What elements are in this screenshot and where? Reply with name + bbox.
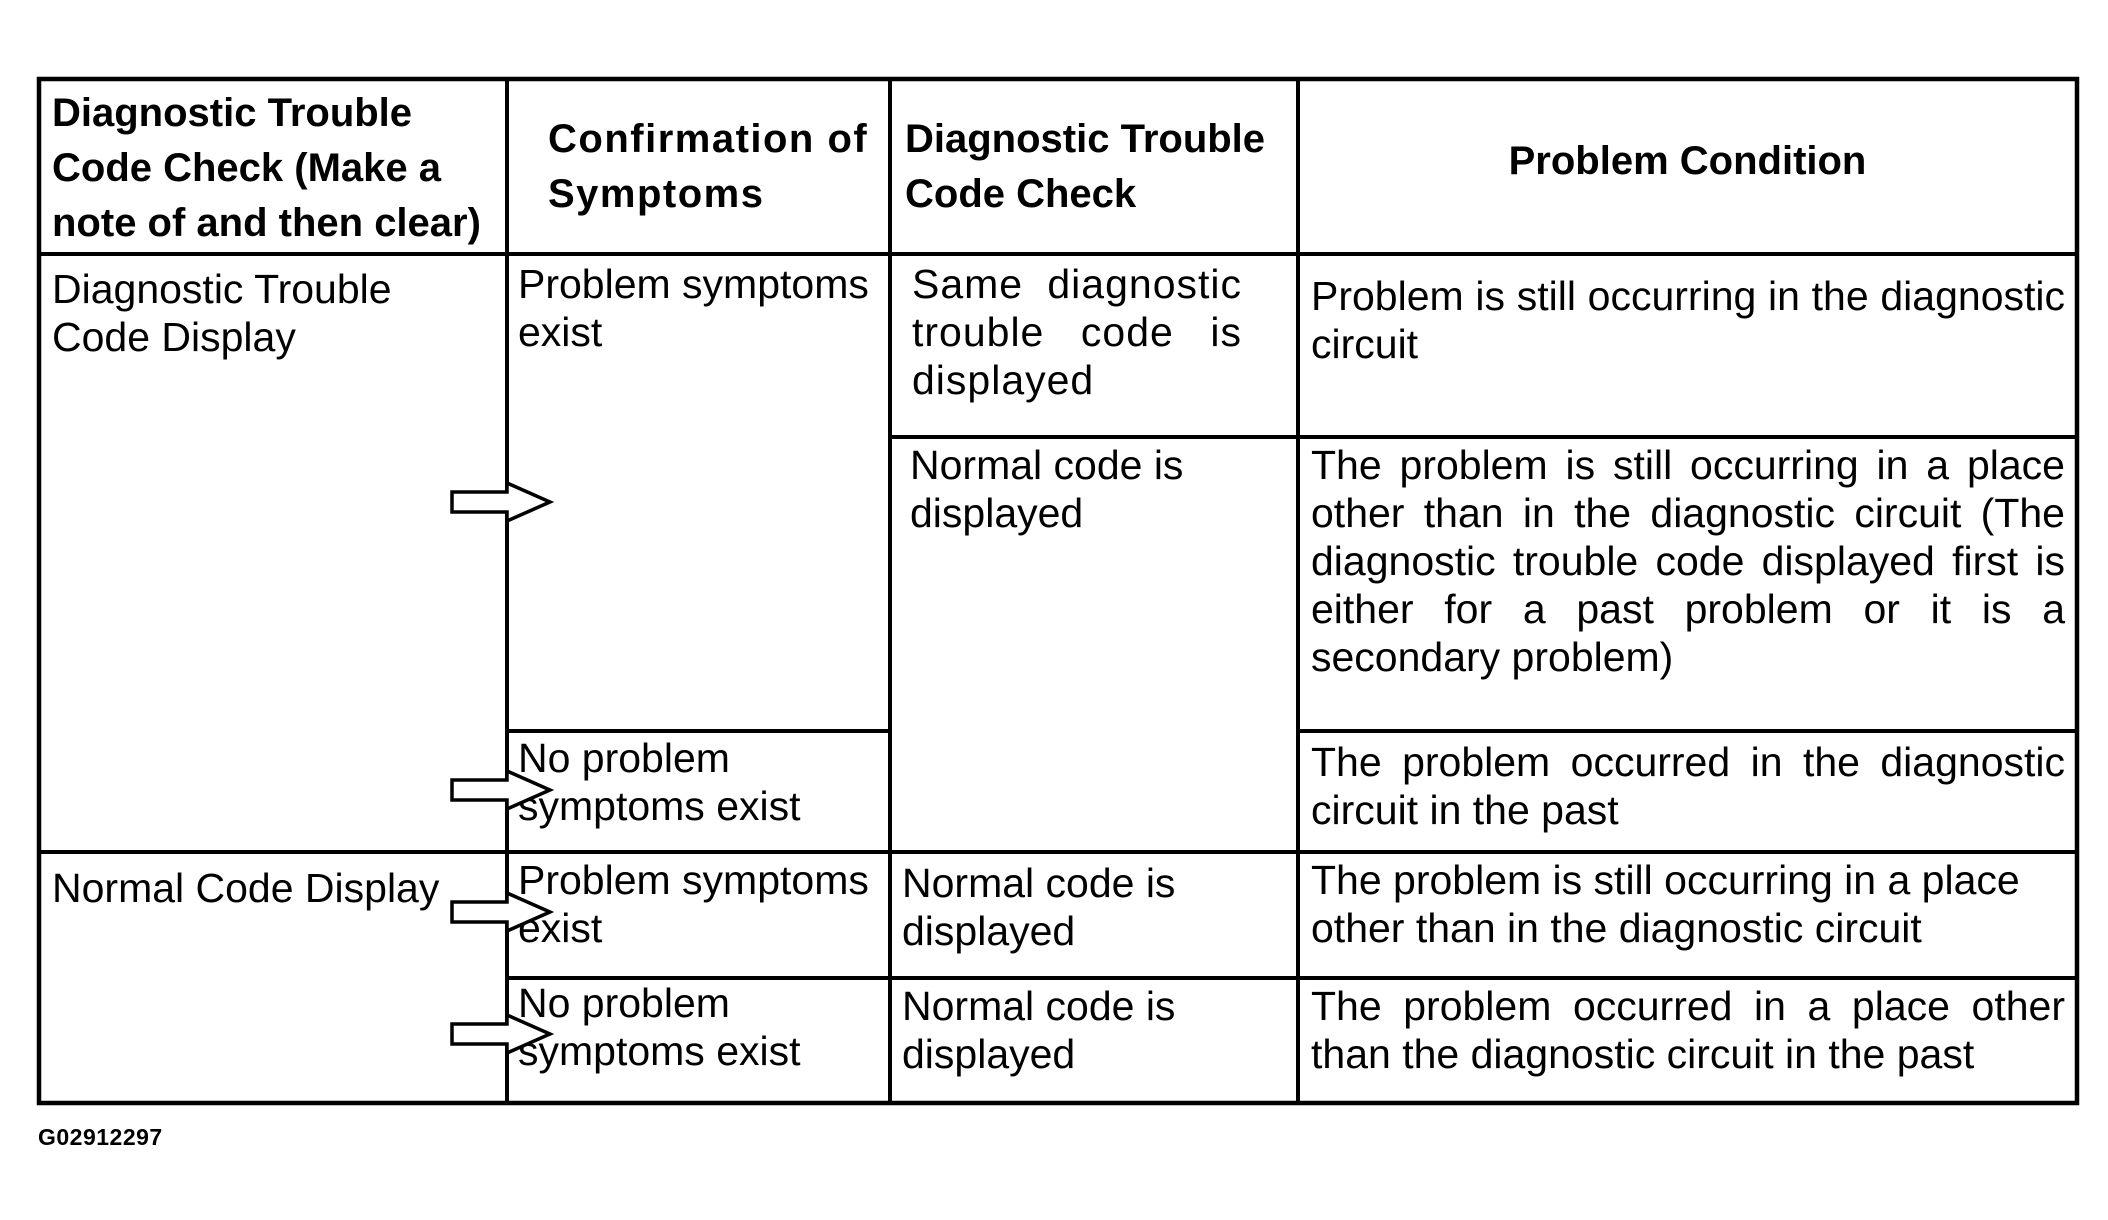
condition-still-occurring-dtc-circuit: Problem is still occurring in the diagno… [1311,273,2065,367]
no-symptoms-dtc: No problem symptoms exist [518,735,801,829]
header-confirmation-of-symptoms: Confirmation of Symptoms [548,117,869,216]
right-arrow-icon [450,480,555,529]
same-dtc-displayed: Same diagnostic trouble code is displaye… [912,261,1242,403]
condition-past-dtc-circuit: The problem occurred in the diagnostic c… [1311,739,2065,833]
condition-past-elsewhere: The problem occurred in a place other th… [1311,983,2065,1077]
normal-code-display-label: Normal Code Display [52,865,440,911]
header-dtc-check: Diagnostic Trouble Code Check [905,117,1266,216]
right-arrow-icon [450,1012,555,1061]
normal-code-displayed-3: Normal code is displayed [902,983,1176,1077]
symptoms-exist-dtc: Problem symptoms exist [518,261,869,355]
normal-code-displayed-1: Normal code is displayed [910,442,1184,536]
right-arrow-icon [450,768,555,817]
normal-code-displayed-2: Normal code is displayed [902,860,1176,954]
figure-id: G02912297 [38,1124,163,1150]
condition-still-occurring-elsewhere: The problem is still occurring in a plac… [1311,857,2020,951]
right-arrow-icon [450,890,555,939]
header-dtc-check-note-clear: Diagnostic Trouble Code Check (Make a no… [52,91,481,245]
no-symptoms-normal: No problem symptoms exist [518,980,801,1074]
symptoms-exist-normal: Problem symptoms exist [518,857,869,951]
condition-occurring-elsewhere-secondary: The problem is still occurring in a plac… [1311,442,2065,680]
dtc-display-label: Diagnostic Trouble Code Display [52,266,392,360]
header-problem-condition: Problem Condition [1508,139,1867,183]
